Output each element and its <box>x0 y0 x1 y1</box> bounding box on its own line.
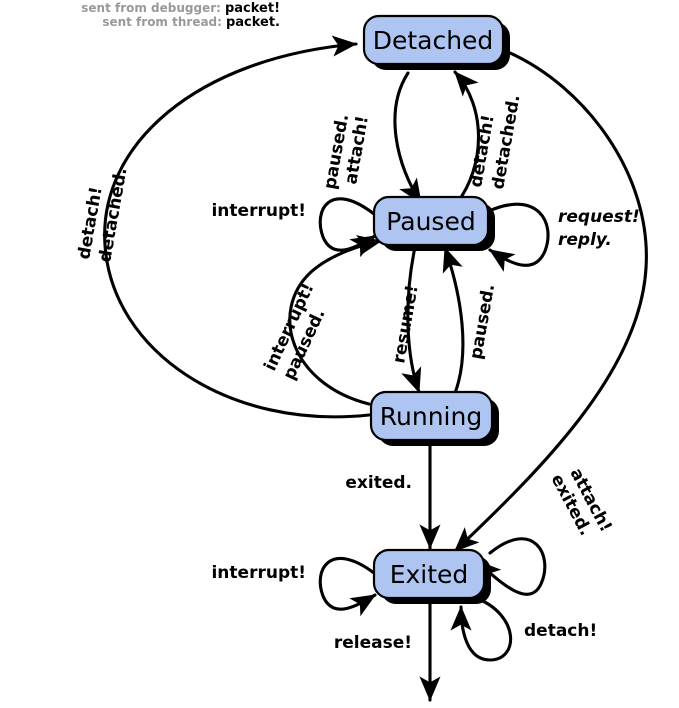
nodes-layer: Detached Paused Running Exited <box>362 14 510 604</box>
edges-layer <box>103 35 648 702</box>
edge-running-to-detached <box>103 35 371 419</box>
edge-exited-self-interrupt <box>318 557 377 617</box>
state-node-running[interactable]: Running <box>369 390 499 446</box>
node-box <box>362 14 505 66</box>
edge-label-reply: reply. <box>558 230 612 250</box>
legend: sent from debugger:packet! sent from thr… <box>0 0 280 30</box>
edge-paused-to-detached <box>453 70 480 205</box>
state-node-paused[interactable]: Paused <box>372 195 495 251</box>
state-node-detached[interactable]: Detached <box>362 14 510 70</box>
node-box <box>369 390 494 442</box>
legend-value-thread: packet. <box>225 15 280 30</box>
legend-row: sent from thread:packet. <box>0 14 280 30</box>
edge-exited-self-detach <box>450 596 512 662</box>
edge-label-release: release! <box>334 633 412 653</box>
edge-running-to-paused-interrupt <box>288 235 383 406</box>
edge-exited-self-attach <box>475 537 547 596</box>
edge-running-to-paused <box>442 246 465 395</box>
edge-label-exited-interrupt: interrupt! <box>211 563 306 583</box>
edge-label-request: request! <box>558 207 640 227</box>
edge-detached-to-paused <box>393 71 423 205</box>
edge-detached-to-exited <box>453 50 648 553</box>
edge-paused-to-running <box>401 245 422 394</box>
state-label-detached: Detached <box>373 26 494 55</box>
edge-label-resume: resume! <box>389 283 422 364</box>
edge-paused-self-request <box>487 202 550 272</box>
state-label-paused: Paused <box>386 207 475 236</box>
legend-value-debugger: packet! <box>224 1 280 16</box>
edge-label-paused-interrupt: interrupt! <box>211 201 306 221</box>
legend-key-debugger: sent from debugger: <box>81 1 221 15</box>
edge-label-exited: exited. <box>345 473 412 493</box>
legend-row: sent from debugger:packet! <box>0 0 280 16</box>
node-box <box>372 195 490 247</box>
edge-label-paused: paused. <box>466 283 499 361</box>
state-label-running: Running <box>380 402 482 431</box>
edge-paused-self-interrupt <box>318 197 377 258</box>
edge-labels-layer: attach! paused. detach! detached. interr… <box>74 93 639 653</box>
state-node-exited[interactable]: Exited <box>372 548 491 604</box>
legend-key-thread: sent from thread: <box>102 15 222 29</box>
state-label-exited: Exited <box>390 560 469 589</box>
edge-label-exited-detach: detach! <box>524 621 597 641</box>
node-box <box>372 548 486 600</box>
